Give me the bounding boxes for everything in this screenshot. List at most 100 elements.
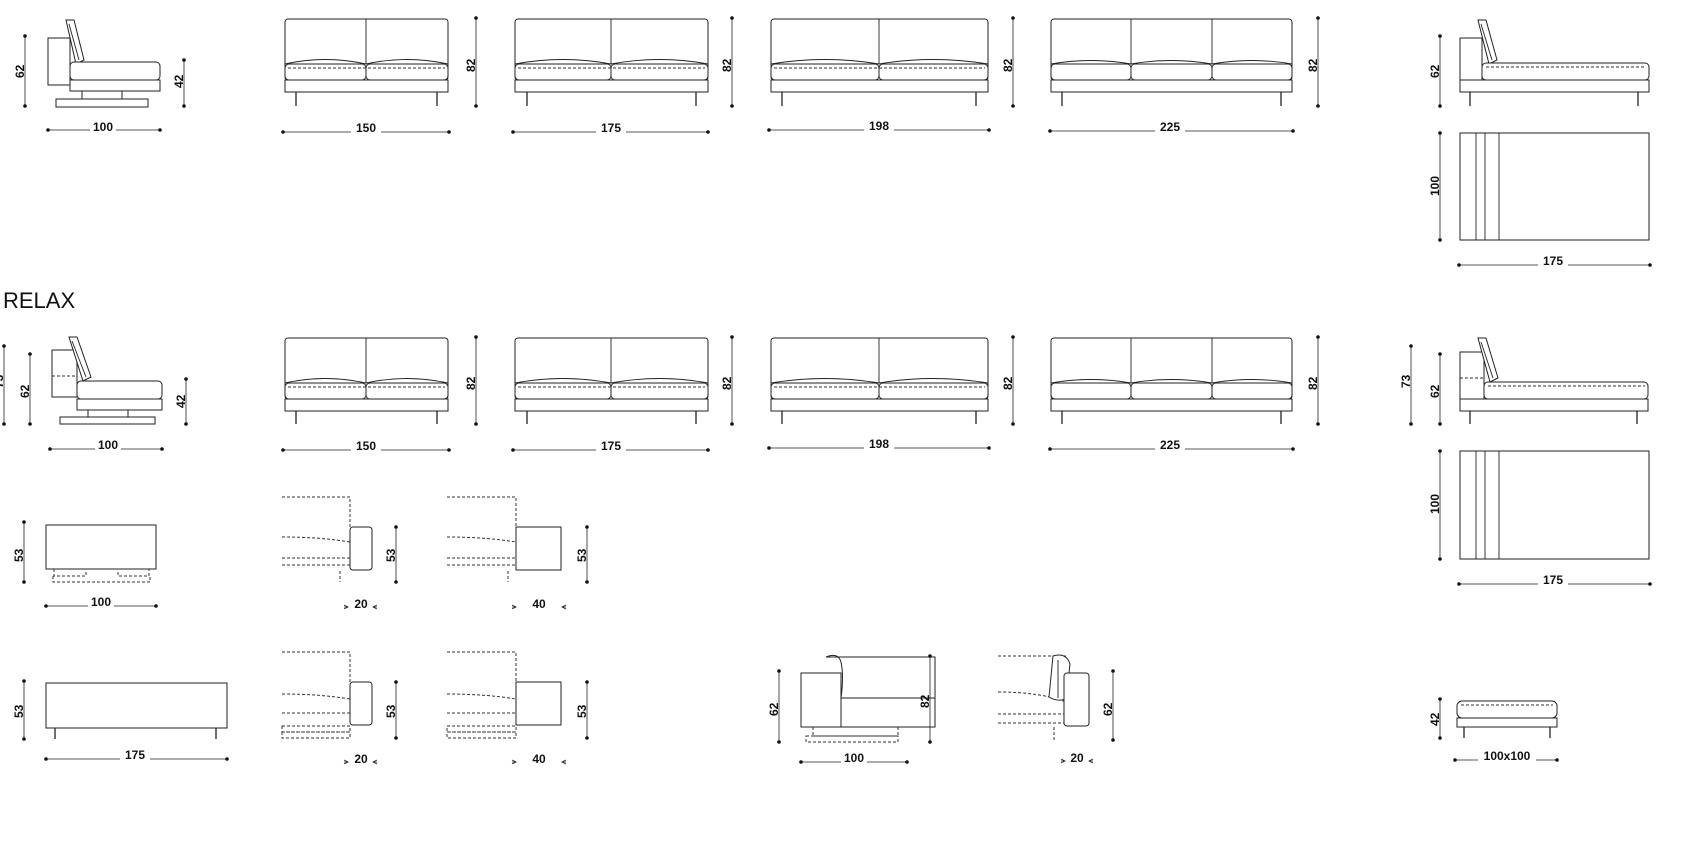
- r2-sofa-175: [514, 337, 709, 424]
- r1-sofa-198: [770, 18, 989, 106]
- r4-corner-chair: [800, 654, 936, 743]
- r3-bench-width: 100: [91, 595, 111, 609]
- r1-sofa-225-height: 82: [1306, 58, 1320, 72]
- r4-pouf: [1456, 700, 1558, 738]
- r3-bench-dim-h: 53: [12, 520, 26, 584]
- r3-arm20-dim-w: 20: [343, 597, 378, 611]
- r1-chaise-dim-w: 175: [1457, 254, 1652, 268]
- r4-chair-dim-h: 82: [918, 654, 932, 744]
- r4-arm20-dim-h: 53: [384, 680, 398, 740]
- r2-sofa-150-width: 150: [356, 439, 376, 453]
- r2-side-dim-h: 62: [18, 352, 32, 426]
- r1-sofa-150-width: 150: [356, 121, 376, 135]
- r2-side-dim-outer: 73: [0, 344, 6, 426]
- r2-sofa-225: [1050, 337, 1293, 424]
- r4-arm40-height: 53: [575, 704, 589, 718]
- r2-chaise-width: 175: [1543, 573, 1563, 587]
- r4-chair-dim-seat: 62: [767, 669, 781, 744]
- r4-pouf-dim-h: 42: [1428, 697, 1442, 740]
- r4-chair-seat-height: 62: [767, 702, 781, 716]
- r2-side-dim-seat: 42: [174, 377, 188, 426]
- r1-chaise-dim-depth: 100: [1428, 131, 1442, 242]
- r1-sofa-225-dim-w: 225: [1048, 120, 1295, 134]
- r2-sofa-225-dim-w: 225: [1048, 438, 1295, 452]
- r1-side-profile: [47, 19, 161, 108]
- r1-side-height: 62: [13, 64, 27, 78]
- r1-sofa-150-dim-w: 150: [281, 121, 451, 135]
- r4-arm40-dim-w: 40: [511, 752, 567, 766]
- r3-arm40-width: 40: [532, 597, 546, 611]
- r4-bench-dim-w: 175: [44, 748, 229, 762]
- r4-pouf-height: 42: [1428, 712, 1442, 726]
- r2-side-seat-height: 42: [174, 394, 188, 408]
- r1-side-dim-h: 62: [13, 34, 27, 108]
- r4-armrest-20: [281, 651, 373, 739]
- r1-side-width: 100: [93, 120, 113, 134]
- r4-bench-175: [45, 682, 228, 739]
- r2-chaise-top-height: 73: [1399, 374, 1413, 388]
- r1-side-dim-w: 100: [46, 120, 162, 134]
- r4-arm40-dim-h: 53: [575, 680, 589, 740]
- r2-sofa-175-dim-w: 175: [511, 439, 710, 453]
- r4-chair-width: 100: [844, 751, 864, 765]
- r2-chaise-dim-w: 175: [1457, 573, 1652, 587]
- r1-chaise-width: 175: [1543, 254, 1563, 268]
- r1-sofa-198-width: 198: [869, 119, 889, 133]
- r4-back-width: 20: [1070, 751, 1084, 765]
- r2-chaise-dim-h: 62: [1428, 352, 1442, 426]
- r4-chair-dim-w: 100: [799, 751, 909, 765]
- r3-armrest-20: [281, 496, 373, 582]
- r2-chaise-depth: 100: [1428, 494, 1442, 514]
- r2-chaise-side: [1459, 337, 1649, 424]
- r1-sofa-198-dim-w: 198: [767, 119, 991, 133]
- r4-arm20-dim-w: 20: [343, 752, 378, 766]
- r2-sofa-175-dim-h: 82: [720, 335, 734, 426]
- r1-sofa-150: [284, 18, 449, 106]
- r1-sofa-150-height: 82: [464, 58, 478, 72]
- r2-chaise-dim-depth: 100: [1428, 449, 1442, 561]
- r2-side-height: 62: [18, 384, 32, 398]
- r2-sofa-150-dim-h: 82: [464, 335, 478, 426]
- r3-bench-dim-w: 100: [44, 595, 158, 609]
- r3-bench-height: 53: [12, 548, 26, 562]
- r2-side-profile: [51, 336, 163, 425]
- r2-sofa-225-height: 82: [1306, 376, 1320, 390]
- r4-chair-height: 82: [918, 694, 932, 708]
- r4-back-dim-w: 20: [1060, 751, 1094, 765]
- r1-chaise-height: 62: [1428, 64, 1442, 78]
- r3-arm20-width: 20: [354, 597, 368, 611]
- r4-backrest-element: [997, 654, 1090, 740]
- r1-sofa-175: [514, 18, 709, 106]
- r2-side-dim-w: 100: [48, 438, 164, 452]
- r2-sofa-198-height: 82: [1001, 376, 1015, 390]
- r2-sofa-150-dim-w: 150: [281, 439, 451, 453]
- r1-side-seat-height: 42: [172, 74, 186, 88]
- r1-chaise-top-view: [1459, 132, 1650, 241]
- r2-sofa-225-width: 225: [1160, 438, 1180, 452]
- r1-sofa-198-dim-h: 82: [1001, 16, 1015, 108]
- r2-sofa-198-dim-w: 198: [767, 437, 991, 451]
- r2-sofa-198-dim-h: 82: [1001, 335, 1015, 426]
- r4-arm40-width: 40: [532, 752, 546, 766]
- r4-arm20-height: 53: [384, 704, 398, 718]
- r4-back-height: 62: [1101, 702, 1115, 716]
- r1-sofa-150-dim-h: 82: [464, 16, 478, 108]
- r3-armrest-40: [446, 496, 562, 582]
- r4-bench-height: 53: [12, 704, 26, 718]
- r2-chaise-top-view: [1459, 450, 1650, 560]
- r3-bench-100: [45, 524, 157, 583]
- r2-sofa-198: [770, 337, 989, 424]
- r2-sofa-225-dim-h: 82: [1306, 335, 1320, 426]
- r2-sofa-150: [284, 337, 449, 424]
- r1-sofa-225-dim-h: 82: [1306, 16, 1320, 108]
- r2-sofa-175-width: 175: [601, 439, 621, 453]
- r2-sofa-198-width: 198: [869, 437, 889, 451]
- r4-bench-width: 175: [125, 748, 145, 762]
- section-label-relax: RELAX: [3, 288, 75, 313]
- r1-sofa-175-dim-h: 82: [720, 16, 734, 108]
- r1-side-dim-seat: 42: [172, 58, 186, 108]
- r4-bench-dim-h: 53: [12, 679, 26, 741]
- r1-sofa-175-dim-w: 175: [511, 121, 710, 135]
